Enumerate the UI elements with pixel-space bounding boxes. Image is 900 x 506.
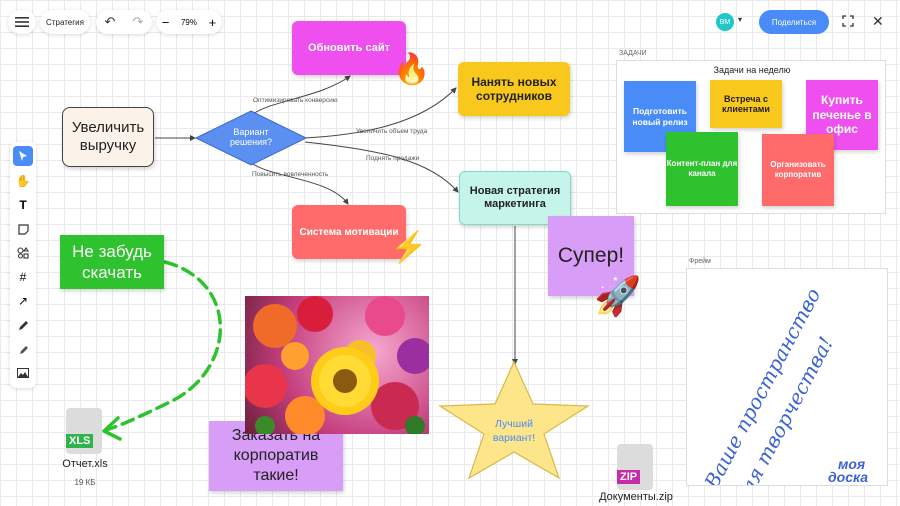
shapes-tool-icon[interactable] (13, 243, 33, 263)
image-tool-icon[interactable] (13, 363, 33, 383)
connector (249, 75, 351, 117)
xls-file-name[interactable]: Отчет.xls (62, 458, 108, 470)
zip-badge: ZIP (617, 470, 641, 484)
flowers-photo[interactable] (245, 296, 429, 434)
board-name: Стратегия (46, 17, 84, 27)
undo-icon[interactable]: ↶ (104, 14, 116, 29)
menu-button[interactable] (8, 10, 36, 34)
update-site-node[interactable]: Обновить сайт (292, 21, 406, 75)
frame-tool-icon[interactable]: # (19, 270, 27, 284)
share-label: Поделиться (771, 17, 817, 27)
hire-node[interactable]: Нанять новых сотрудников (458, 62, 570, 116)
hand-tool-icon[interactable]: ✋ (15, 174, 31, 188)
zip-file-name[interactable]: Документы.zip (599, 491, 673, 503)
task-note[interactable]: Встреча с клиентами (710, 80, 782, 128)
zoom-controls: − 79% + (156, 10, 222, 34)
close-icon[interactable]: ✕ (872, 13, 884, 29)
dashed-green-connector (104, 260, 223, 432)
zoom-out-button[interactable]: − (161, 14, 170, 30)
xls-file-size: 19 КБ (74, 478, 96, 487)
motivation-node[interactable]: Система мотивации (292, 205, 406, 259)
arrowhead (102, 416, 122, 441)
best-option-node[interactable] (438, 360, 590, 480)
start-node-label: Увеличить выручку (71, 119, 145, 154)
select-tool-icon[interactable] (13, 146, 33, 166)
decision-label: Вариант решения? (229, 127, 273, 148)
label-increase: Увеличить объем труда (356, 128, 428, 135)
sunflower (311, 347, 379, 415)
task-note[interactable]: Организовать корпоратив (762, 134, 834, 206)
sticker-tool-icon[interactable] (13, 219, 33, 239)
lightning-emoji: ⚡ (390, 231, 428, 264)
label-raise-sales: Поднять продажи (366, 155, 420, 162)
best-option-label: Лучший вариант! (492, 418, 536, 444)
frame2-label: Фрейм (689, 258, 711, 265)
label-optimize: Оптимизировать конверсию (253, 97, 338, 104)
dont-forget-sticker[interactable]: Не забудь скачать (60, 235, 164, 289)
xls-badge: XLS (66, 434, 94, 448)
zip-file-icon[interactable]: ZIP (617, 444, 653, 490)
connector-tool-icon[interactable]: ↗ (17, 294, 29, 308)
connector (304, 87, 457, 139)
moya-doska-logo: моя доска (828, 456, 869, 485)
start-node[interactable]: Увеличить выручку (62, 107, 154, 167)
fire-emoji: 🔥 (393, 53, 431, 86)
chevron-down-icon[interactable]: ▾ (738, 15, 743, 24)
left-toolbar: ✋ T # ↗ (10, 142, 36, 388)
connector (304, 141, 459, 193)
connector (249, 161, 349, 205)
marker-tool-icon[interactable] (13, 339, 33, 359)
fullscreen-icon[interactable] (842, 14, 854, 27)
user-avatar[interactable]: ВМ (716, 13, 734, 31)
zoom-in-button[interactable]: + (208, 14, 217, 30)
redo-icon[interactable]: ↷ (132, 14, 144, 29)
task-note[interactable]: Контент-план для канала (666, 132, 738, 206)
text-tool-icon[interactable]: T (19, 198, 27, 212)
super-sticker[interactable]: Супер! (548, 216, 634, 296)
label-raise-engagement: Повысить вовлеченность (252, 171, 329, 178)
handwriting-text: Ваше пространство для творчества! (699, 284, 839, 486)
pen-tool-icon[interactable] (13, 315, 33, 335)
frame2[interactable]: Ваше пространство для творчества! (686, 268, 888, 486)
tasks-frame-title: Задачи на неделю (713, 65, 791, 75)
zoom-level: 79% (180, 17, 197, 27)
board-name-button[interactable]: Стратегия (40, 10, 90, 34)
rocket-emoji: 🚀 (594, 276, 642, 318)
menu-icon (15, 17, 29, 27)
history-controls: ↶ ↷ (96, 10, 152, 34)
xls-file-icon[interactable]: XLS (66, 408, 102, 454)
decision-node[interactable] (195, 110, 307, 166)
share-button[interactable]: Поделиться (759, 10, 829, 34)
tasks-frame-label: ЗАДАЧИ (619, 50, 647, 57)
avatar-initials: ВМ (719, 18, 731, 26)
